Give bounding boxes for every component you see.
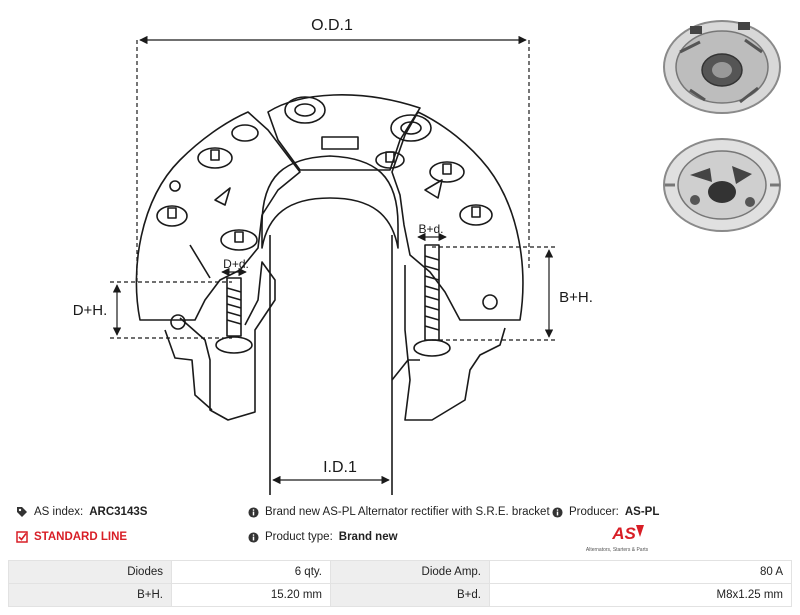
producer-label: Producer: [569, 506, 619, 518]
product-type-value: Brand new [338, 531, 398, 543]
info-icon [248, 506, 259, 518]
product-info: AS index: ARC3143S STANDARD LINE Brand n… [0, 500, 800, 560]
spec-value: 15.20 mm [171, 583, 331, 607]
bh-label: B+H. [559, 289, 593, 306]
tag-icon [16, 506, 28, 518]
as-pl-logo: AS Alternators, Starters & Parts [586, 524, 649, 553]
table-row: B+H. 15.20 mm B+d. M8x1.25 mm [8, 583, 792, 607]
producer-value: AS-PL [624, 506, 660, 518]
spec-value: 80 A [489, 560, 792, 584]
product-type: Product type: Brand new [248, 531, 398, 543]
od-label: O.D.1 [311, 17, 353, 34]
checkbox-icon [16, 531, 28, 543]
description-text: Brand new AS-PL Alternator rectifier wit… [265, 506, 550, 518]
info-icon [248, 531, 259, 543]
standard-line: STANDARD LINE [16, 531, 127, 543]
info-icon [552, 506, 563, 518]
standard-line-text: STANDARD LINE [34, 531, 128, 543]
spec-label: B+H. [8, 583, 172, 607]
bd-label: B+d. [418, 222, 443, 236]
svg-text:AS: AS [611, 524, 636, 543]
spec-value: M8x1.25 mm [489, 583, 792, 607]
dh-label: D+H. [73, 302, 108, 319]
as-index-label: AS index: [34, 506, 84, 518]
id-label: I.D.1 [323, 459, 357, 476]
description: Brand new AS-PL Alternator rectifier wit… [248, 506, 550, 518]
rectifier-drawing: O.D.1 I.D.1 D+H. B+H. D+d. B+d. [73, 17, 593, 495]
as-index: AS index: ARC3143S [16, 506, 147, 518]
spec-label: Diodes [8, 560, 172, 584]
producer: Producer: AS-PL [552, 506, 659, 518]
product-type-label: Product type: [265, 531, 333, 543]
product-photo-front [663, 20, 781, 114]
spec-value: 6 qty. [171, 560, 331, 584]
table-row: Diodes 6 qty. Diode Amp. 80 A [8, 560, 792, 584]
dd-label: D+d. [223, 257, 249, 271]
svg-text:Alternators, Starters & Parts: Alternators, Starters & Parts [586, 547, 649, 553]
spec-label: B+d. [330, 583, 490, 607]
spec-label: Diode Amp. [330, 560, 490, 584]
product-photo-back [663, 138, 781, 232]
as-index-value: ARC3143S [89, 506, 148, 518]
spec-table: Diodes 6 qty. Diode Amp. 80 A B+H. 15.20… [8, 560, 792, 607]
